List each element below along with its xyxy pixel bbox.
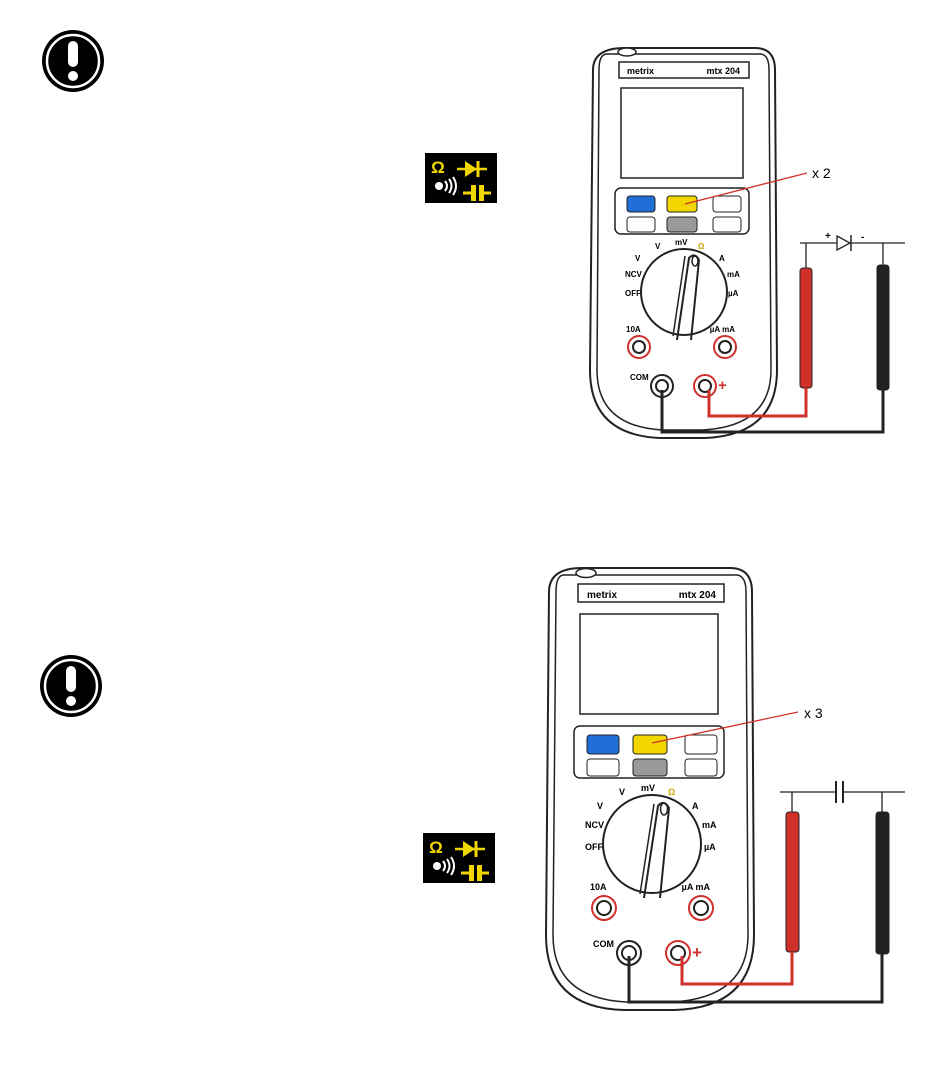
lcd-display xyxy=(580,614,718,714)
multimeter-diagram-diode-test: metrix mtx 204 V mV Ω V A NCV mA OFF µA … xyxy=(585,40,950,440)
diode-symbol xyxy=(837,236,850,250)
range-label-v-ac: V xyxy=(655,242,661,251)
range-label-ua: µA xyxy=(704,842,716,852)
range-label-mv: mV xyxy=(641,783,655,793)
brand-label: metrix xyxy=(587,590,617,601)
range-label-ncv: NCV xyxy=(585,820,604,830)
white-button xyxy=(587,759,619,776)
black-probe xyxy=(876,812,889,954)
red-probe xyxy=(800,268,812,388)
range-label-ohm: Ω xyxy=(698,242,705,251)
range-label-ohm: Ω xyxy=(668,787,675,797)
ohm-diode-continuity-capacitor-icon: Ω xyxy=(425,153,497,203)
callout-press-count: x 3 xyxy=(804,705,823,721)
terminal-label-10a: 10A xyxy=(626,325,641,334)
range-label-off: OFF xyxy=(625,289,641,298)
range-label-v-ac: V xyxy=(619,787,625,797)
yellow-function-button xyxy=(667,196,697,212)
hanger-hole xyxy=(576,569,596,578)
callout-press-count: x 2 xyxy=(812,165,831,181)
diode-minus-label: - xyxy=(861,232,864,243)
model-label: mtx 204 xyxy=(706,66,740,76)
range-label-v-dc: V xyxy=(635,254,641,263)
lcd-display xyxy=(621,88,743,178)
brand-label: metrix xyxy=(627,66,654,76)
range-label-ma: mA xyxy=(702,820,717,830)
white-button xyxy=(685,735,717,754)
terminal-label-com: COM xyxy=(593,939,614,949)
gray-button xyxy=(633,759,667,776)
range-label-a: A xyxy=(719,254,725,263)
terminal-label-ua-ma: µA mA xyxy=(682,882,711,892)
range-label-v-dc: V xyxy=(597,801,603,811)
range-label-a: A xyxy=(692,801,699,811)
multimeter-diagram-capacitance-test: metrix mtx 204 V mV Ω V A NCV mA OFF µA … xyxy=(540,560,950,1015)
blue-button xyxy=(587,735,619,754)
white-button xyxy=(713,217,741,232)
white-button xyxy=(685,759,717,776)
warning-exclamation-icon xyxy=(38,653,104,719)
terminal-label-com: COM xyxy=(630,373,649,382)
model-label: mtx 204 xyxy=(679,590,717,601)
red-probe xyxy=(786,812,799,952)
plus-sign: + xyxy=(692,943,702,962)
white-button xyxy=(713,196,741,212)
ohm-symbol: Ω xyxy=(429,838,443,857)
gray-button xyxy=(667,217,697,232)
range-label-off: OFF xyxy=(585,842,603,852)
diode-plus-label: + xyxy=(825,231,831,242)
black-probe xyxy=(877,265,889,390)
white-button xyxy=(627,217,655,232)
terminal-label-ua-ma: µA mA xyxy=(710,325,735,334)
range-label-ua: µA xyxy=(728,289,739,298)
ohm-diode-continuity-capacitor-icon: Ω xyxy=(423,833,495,883)
range-label-ma: mA xyxy=(727,270,740,279)
range-label-ncv: NCV xyxy=(625,270,643,279)
yellow-function-button xyxy=(633,735,667,754)
warning-exclamation-icon xyxy=(40,28,106,94)
plus-sign: + xyxy=(718,377,727,394)
terminal-label-10a: 10A xyxy=(590,882,607,892)
ohm-symbol: Ω xyxy=(431,158,445,177)
blue-button xyxy=(627,196,655,212)
range-label-mv: mV xyxy=(675,238,688,247)
hanger-hole xyxy=(618,48,636,56)
